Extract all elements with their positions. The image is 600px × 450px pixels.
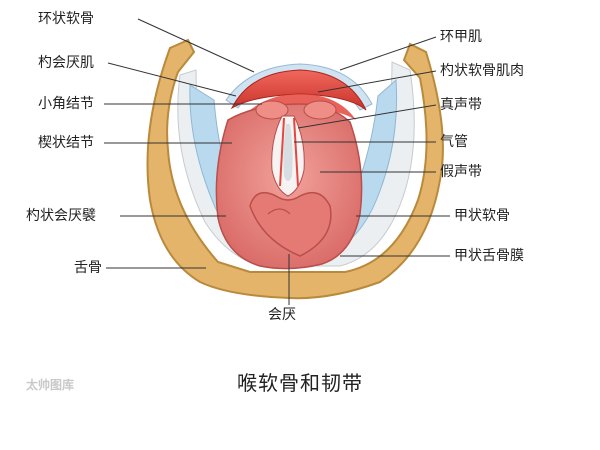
label-thyrohyoid-membrane: 甲状舌骨膜	[454, 248, 524, 264]
label-false-vocal-cord: 假声带	[440, 164, 482, 180]
label-true-vocal-cord: 真声带	[440, 97, 482, 113]
label-thyroid-cartilage: 甲状软骨	[454, 208, 510, 224]
diagram-title: 喉软骨和韧带	[237, 371, 363, 395]
corniculate-left	[255, 100, 289, 120]
label-cuneiform-tubercle: 楔状结节	[38, 135, 94, 151]
leader-lines-right	[294, 36, 450, 257]
label-aryepiglottic-muscle: 杓会厌肌	[38, 55, 94, 71]
corniculate-right	[303, 100, 337, 120]
label-cricoid-cartilage: 环状软骨	[38, 11, 94, 27]
epiglottis-fold-line	[267, 208, 291, 215]
label-hyoid-bone: 舌骨	[74, 260, 102, 276]
true-vocal-cord-left	[279, 117, 285, 187]
watermark: 太帅图库	[26, 378, 75, 392]
label-epiglottis: 会厌	[268, 307, 296, 323]
trachea-shadow	[283, 124, 293, 181]
label-cricothyroid-muscle: 环甲肌	[440, 29, 482, 45]
leader-lines-left	[104, 18, 262, 269]
cricothyroid-muscle	[230, 69, 367, 111]
epiglottis	[249, 191, 332, 257]
label-trachea: 气管	[440, 134, 468, 150]
label-arytenoid-muscle: 杓状软骨肌肉	[440, 63, 524, 79]
true-vocal-cord-right	[293, 117, 299, 187]
label-aryepiglottic-fold: 杓状会厌襞	[26, 208, 96, 224]
right-blue-ligament	[351, 78, 398, 240]
hyoid-thyroid-frame	[146, 38, 444, 300]
label-corniculate-tubercle: 小角结节	[38, 96, 94, 112]
